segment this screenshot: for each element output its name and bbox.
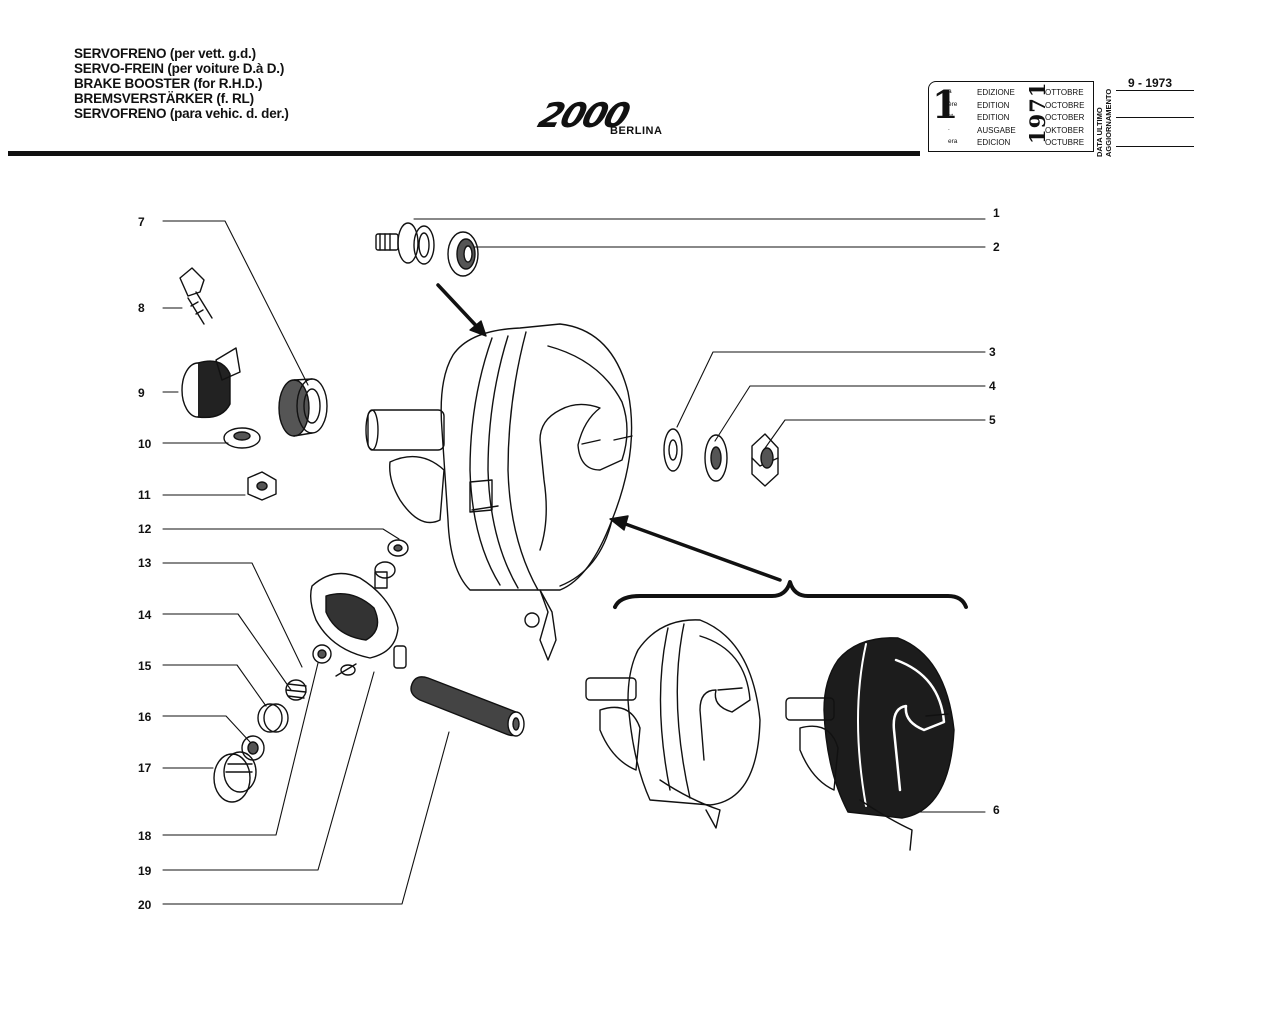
callout-3: 3 — [989, 345, 996, 359]
callout-7: 7 — [138, 215, 145, 229]
edition-months: OTTOBRE OCTOBRE OCTOBER OKTOBER OCTUBRE — [1045, 87, 1084, 150]
callout-16: 16 — [138, 710, 152, 724]
edition-label: EDITION — [977, 100, 1010, 110]
part-19-screw — [335, 663, 357, 677]
edition-label: EDIZIONE — [977, 88, 1015, 97]
part-12-washer — [387, 539, 409, 557]
model-variant: BERLINA — [610, 125, 663, 137]
edition-suffix-es: era — [948, 138, 958, 145]
callout-10: 10 — [138, 437, 152, 451]
callout-13: 13 — [138, 556, 152, 570]
callout-18: 18 — [138, 829, 152, 843]
part-15-seat — [257, 703, 289, 733]
edition-labels: EDIZIONE EDITION EDITION AUSGABE EDICION — [977, 87, 1016, 150]
edition-suffix-fr: ère — [948, 101, 958, 108]
callout-20: 20 — [138, 898, 152, 912]
brake-booster-main — [365, 323, 633, 661]
edition-number: 1 — [932, 82, 959, 127]
title-line-es: SERVOFRENO (para vehic. d. der.) — [74, 106, 289, 121]
callout-1: 1 — [993, 206, 1000, 220]
part-7-bushing — [278, 378, 328, 437]
callout-12: 12 — [138, 522, 152, 536]
title-line-it: SERVOFRENO (per vett. g.d.) — [74, 46, 256, 61]
leader-lines — [162, 218, 986, 905]
edition-suffix-en: st — [948, 113, 954, 120]
callout-8: 8 — [138, 301, 145, 315]
edition-suffix-it: a — [948, 88, 952, 95]
edition-label: AUSGABE — [977, 125, 1016, 135]
part-5-nut — [751, 433, 779, 487]
callout-11: 11 — [138, 488, 151, 502]
callout-9: 9 — [138, 386, 145, 400]
edition-label: EDICION — [977, 138, 1011, 147]
check-valve-housing — [309, 572, 407, 669]
part-3-washer — [663, 428, 683, 472]
part-10-cap — [223, 427, 261, 449]
header-rule — [8, 151, 920, 156]
edition-month: OCTOBRE — [1045, 100, 1085, 110]
callout-6: 6 — [993, 803, 1000, 817]
booster-variant-a — [585, 619, 761, 829]
part-11-nut — [247, 471, 277, 501]
part-2-grommet — [447, 231, 479, 277]
part-8-bolt — [179, 267, 213, 325]
edition-month: OTTOBRE — [1045, 88, 1084, 97]
update-line — [1116, 117, 1194, 118]
edition-month: OCTOBER — [1045, 113, 1085, 122]
update-line — [1116, 90, 1194, 91]
part-16-seal — [241, 735, 265, 761]
callout-5: 5 — [989, 413, 996, 427]
part-18-washer — [312, 644, 332, 664]
part-1-fitting — [375, 222, 435, 265]
edition-suffix-de: . — [948, 125, 950, 132]
last-update-value: 9 - 1973 — [1128, 76, 1173, 90]
edition-month: OKTOBER — [1045, 125, 1084, 135]
callout-15: 15 — [138, 659, 152, 673]
edition-box: 1 a ère st . era EDIZIONE EDITION EDITIO… — [928, 81, 1094, 152]
edition-month: OCTUBRE — [1045, 138, 1085, 147]
title-line-en: BRAKE BOOSTER (for R.H.D.) — [74, 76, 263, 91]
part-9-clamp — [181, 347, 241, 419]
title-block: SERVOFRENO (per vett. g.d.) SERVO-FREIN … — [74, 46, 289, 121]
part-13-valve — [374, 561, 396, 589]
part-4-lock-washer — [704, 434, 728, 482]
part-20-hose — [410, 676, 525, 737]
update-line — [1116, 146, 1194, 147]
callout-19: 19 — [138, 864, 152, 878]
callout-4: 4 — [989, 379, 996, 393]
title-line-fr: SERVO-FREIN (per voiture D.à D.) — [74, 61, 285, 76]
edition-label: EDITION — [977, 113, 1010, 122]
callout-14: 14 — [138, 608, 152, 622]
callout-2: 2 — [993, 240, 1000, 254]
part-14-spring — [285, 679, 307, 701]
callout-17: 17 — [138, 761, 152, 775]
booster-variant-b — [785, 637, 955, 851]
title-line-de: BREMSVERSTÄRKER (f. RL) — [74, 91, 254, 106]
part-17-plug — [213, 751, 257, 803]
